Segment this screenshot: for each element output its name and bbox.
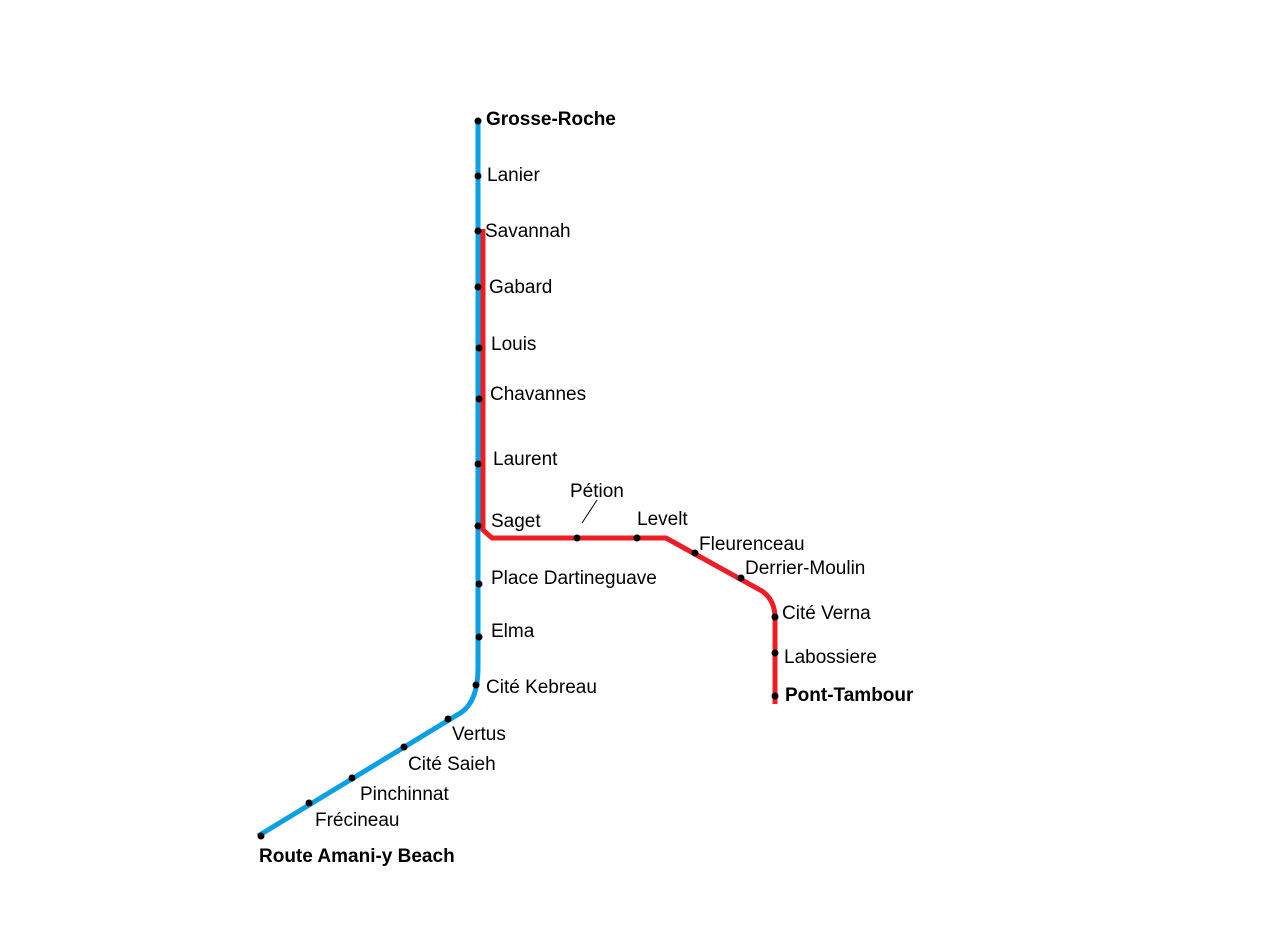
station-label: Elma	[491, 621, 535, 642]
station-dot	[472, 681, 480, 689]
station-label: Labossiere	[784, 647, 877, 668]
station-dot	[737, 574, 745, 582]
station-label: Cité Verna	[782, 603, 871, 624]
station-label: Cité Kebreau	[486, 677, 597, 698]
station-lanier: Lanier	[474, 165, 540, 186]
station-dot	[771, 613, 779, 621]
station-place-dartineguave: Place Dartineguave	[475, 568, 657, 589]
station-dot	[475, 344, 483, 352]
station-label: Fleurenceau	[699, 534, 805, 555]
station-elma: Elma	[475, 621, 535, 642]
station-dot	[400, 743, 408, 751]
blue-line-path	[256, 120, 481, 839]
station-vertus: Vertus	[444, 715, 506, 745]
station-dot	[348, 774, 356, 782]
station-laurent: Laurent	[474, 449, 558, 470]
station-label: Gabard	[489, 277, 552, 298]
station-dot	[305, 799, 313, 807]
station-petion: Pétion	[570, 481, 624, 542]
station-gabard: Gabard	[474, 277, 552, 298]
station-saget: Saget	[474, 511, 541, 532]
station-cite-saieh: Cité Saieh	[400, 743, 496, 775]
station-louis: Louis	[475, 334, 536, 355]
station-grosse-roche: Grosse-Roche	[474, 109, 616, 130]
station-dot	[474, 522, 482, 530]
station-dot	[474, 227, 482, 235]
station-dot	[691, 549, 699, 557]
station-label: Pinchinnat	[360, 784, 449, 805]
station-label: Pétion	[570, 481, 624, 502]
station-derrier-moulin: Derrier-Moulin	[737, 558, 865, 582]
station-levelt: Levelt	[633, 509, 688, 542]
station-dot	[475, 580, 483, 588]
station-chavannes: Chavannes	[475, 384, 586, 405]
station-dot	[771, 692, 779, 700]
station-route-amani-y-beach: Route Amani-y Beach	[257, 832, 455, 867]
station-label: Route Amani-y Beach	[259, 846, 455, 867]
station-pont-tambour: Pont-Tambour	[771, 685, 914, 706]
station-dot	[633, 534, 641, 542]
station-labossiere: Labossiere	[771, 647, 877, 668]
station-pinchinnat: Pinchinnat	[348, 774, 449, 805]
station-label: Pont-Tambour	[785, 685, 914, 706]
station-dot	[475, 633, 483, 641]
station-fleurenceau: Fleurenceau	[691, 534, 805, 557]
station-label: Saget	[491, 511, 541, 532]
station-label: Louis	[491, 334, 536, 355]
station-label: Vertus	[452, 724, 506, 745]
station-dot	[474, 172, 482, 180]
station-dot	[257, 832, 265, 840]
station-label: Chavannes	[490, 384, 586, 405]
station-label: Levelt	[637, 509, 688, 530]
station-label: Derrier-Moulin	[745, 558, 865, 579]
petion-leader-line	[581, 499, 598, 524]
station-label: Grosse-Roche	[486, 109, 616, 130]
station-cite-verna: Cité Verna	[771, 603, 871, 624]
station-dot	[444, 715, 452, 723]
station-frecineau: Frécineau	[305, 799, 400, 831]
station-label: Cité Saieh	[408, 754, 496, 775]
station-label: Laurent	[493, 449, 558, 470]
station-dot	[474, 117, 482, 125]
station-cite-kebreau: Cité Kebreau	[472, 677, 597, 698]
station-dot	[474, 460, 482, 468]
station-savannah: Savannah	[474, 221, 571, 242]
station-label: Frécineau	[315, 810, 400, 831]
station-label: Savannah	[485, 221, 571, 242]
station-dot	[475, 395, 483, 403]
station-dot	[474, 283, 482, 291]
station-label: Lanier	[487, 165, 540, 186]
station-dot	[771, 649, 779, 657]
station-label: Place Dartineguave	[491, 568, 657, 589]
station-dot	[573, 534, 581, 542]
